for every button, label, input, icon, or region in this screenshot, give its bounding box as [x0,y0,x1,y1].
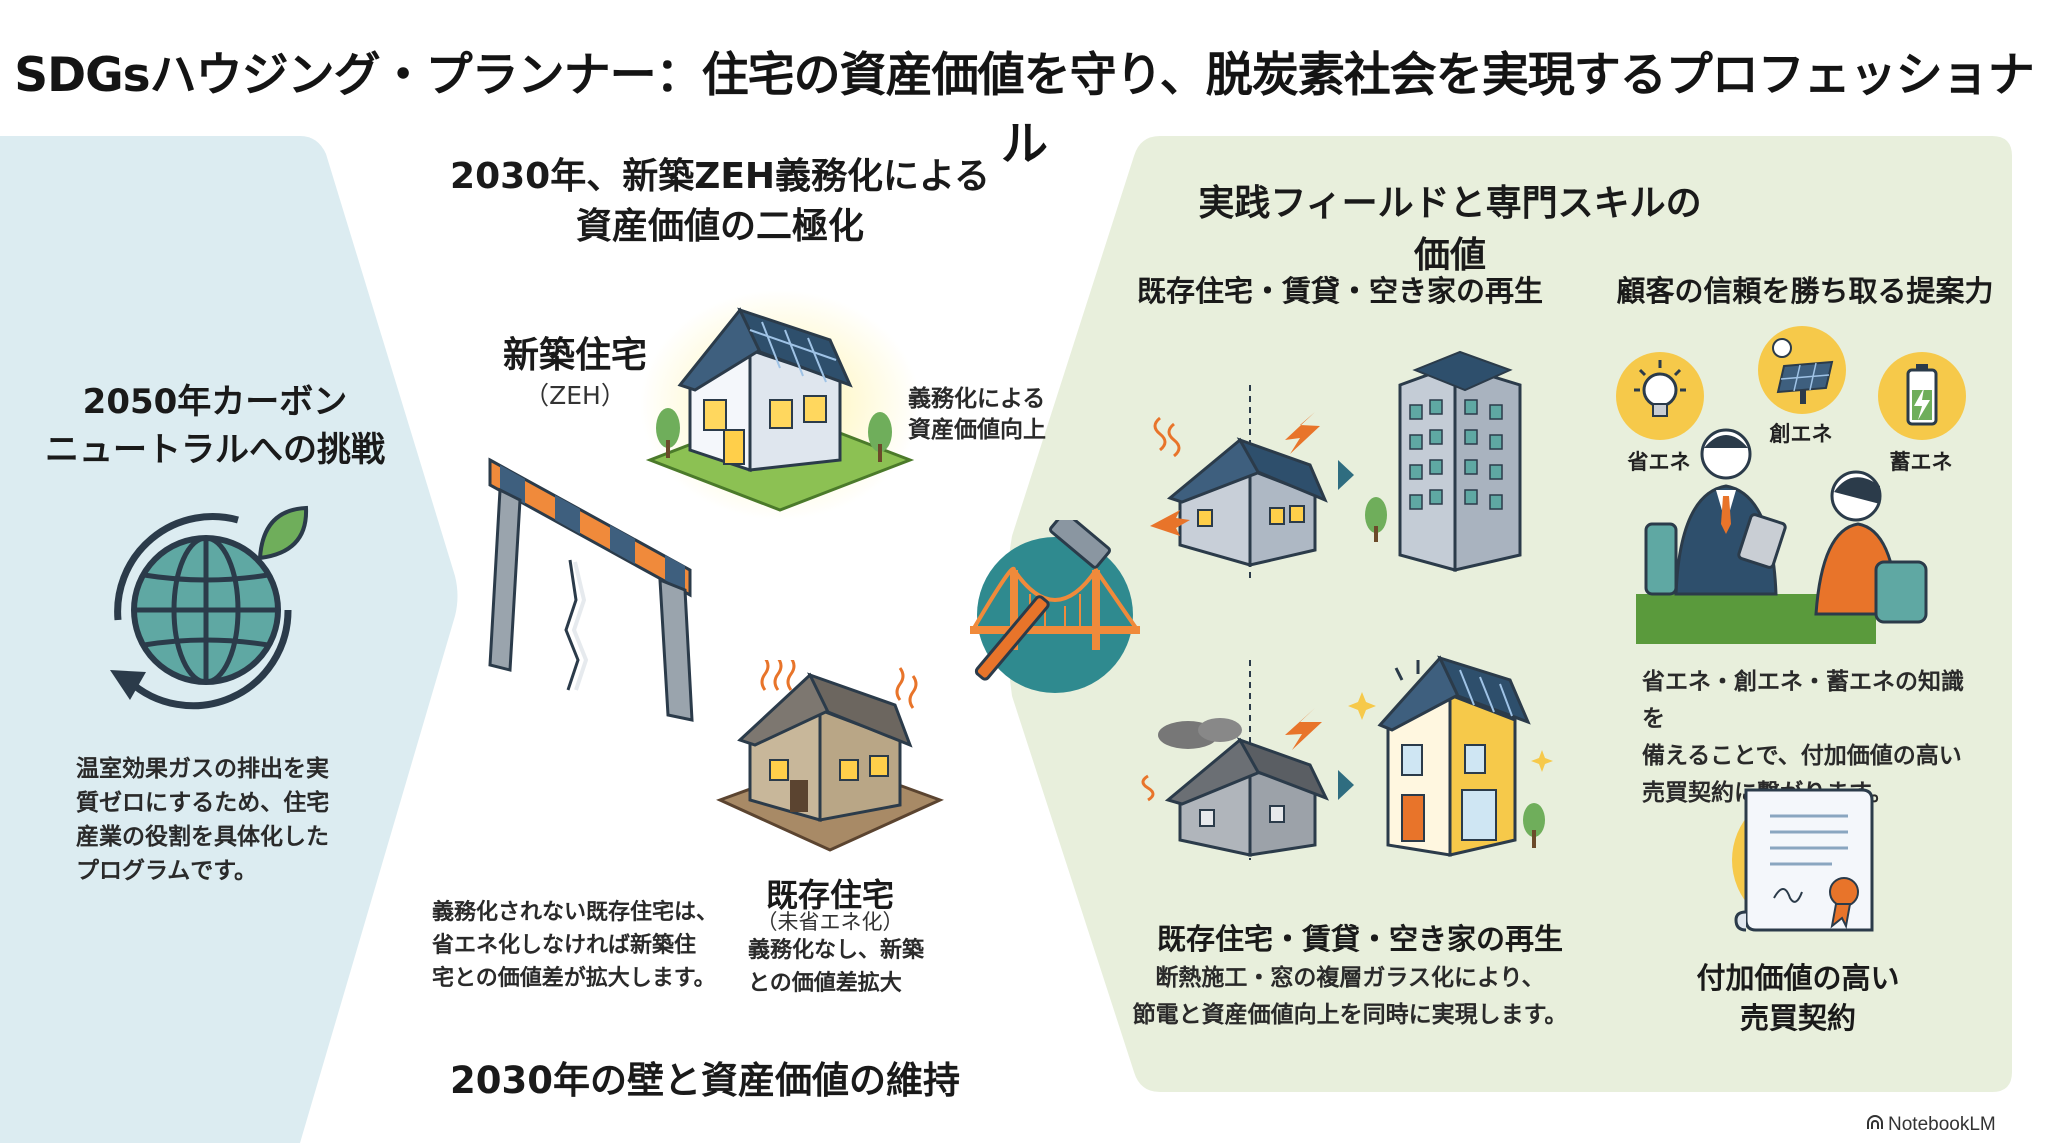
solar-panel-icon [1758,326,1846,414]
middle-heading: 2030年、新築ZEH義務化による 資産価値の二極化 [430,152,1010,252]
brand-label: NotebookLM [1888,1114,1996,1135]
middle-paragraph: 義務化されない既存住宅は、 省エネ化しなければ新築住 宅との価値差が拡大します。 [432,896,722,995]
left-paragraph-line: 質ゼロにするため、住宅 [76,790,330,816]
middle-footer: 2030年の壁と資産価値の維持 [450,1059,960,1102]
notebooklm-logo-icon [1867,1115,1883,1129]
left-paragraph-line: 温室効果ガスの排出を実 [76,756,329,782]
globe-leaf-icon [110,505,309,710]
middle-paragraph-line: 省エネ化しなければ新築住 [432,933,697,958]
field-paragraph-line: 節電と資産価値向上を同時に実現します。 [1132,1002,1568,1028]
right-heading: 実践フィールドと専門スキルの価値 [1198,183,1702,276]
left-heading: 2050年カーボン ニュートラルへの挑戦 [20,378,410,474]
left-paragraph-line: プログラムです。 [76,858,258,884]
new-house-note: 義務化による 資産価値向上 [908,384,1088,446]
certificate-icon [1732,788,1874,932]
consultation-illustration [1636,428,1928,644]
field-paragraph: 断熱施工・窓の複層ガラス化により、 節電と資産価値向上を同時に実現します。 [1130,960,1570,1034]
left-heading-line: 2050年カーボン [82,382,348,422]
new-house-note-line: 義務化による [908,386,1046,412]
field-title: 既存住宅・賃貸・空き家の再生 [1136,274,1543,308]
existing-house-subtitle: （未省エネ化） [756,910,904,934]
renovation-building-illustration [1150,350,1522,580]
save-energy-label: 省エネ [1627,450,1691,474]
new-house-title: 新築住宅 [502,335,647,376]
field-paragraph-line: 断熱施工・窓の複層ガラス化により、 [1155,965,1545,991]
middle-paragraph-line: 義務化されない既存住宅は、 [432,900,719,925]
skill-paragraph-line: 備えることで、付加価値の高い [1642,743,1962,769]
certificate-title: 付加価値の高い 売買契約 [1668,958,1928,1038]
existing-house-note: 義務化なし、新築 との価値差拡大 [748,934,968,1000]
certificate-title-line: 売買契約 [1739,1001,1856,1035]
new-house-note-line: 資産価値向上 [908,417,1046,443]
store-energy-label: 蓄エネ [1889,450,1953,474]
skill-paragraph: 省エネ・創エネ・蓄エネの知識を 備えることで、付加価値の高い 売買契約に繋がりま… [1642,664,1972,812]
new-zeh-house-illustration [640,290,920,520]
battery-icon [1878,352,1966,440]
middle-heading-line: 資産価値の二極化 [575,206,864,247]
page-title: SDGsハウジング・プランナー：住宅の資産価値を守り、脱炭素社会を実現するプロフ… [14,48,2035,172]
existing-house-note-line: との価値差拡大 [748,971,902,996]
left-paragraph-line: 産業の役割を具体化した [76,824,329,850]
left-paragraph: 温室効果ガスの排出を実 質ゼロにするため、住宅 産業の役割を具体化した プログラ… [76,752,356,888]
left-heading-line: ニュートラルへの挑戦 [45,430,385,470]
renovation-house-illustration [1141,655,1553,860]
field-title-bottom: 既存住宅・賃貸・空き家の再生 [1156,922,1563,956]
middle-heading-line: 2030年、新築ZEH義務化による [450,156,990,197]
middle-paragraph-line: 宅との価値差が拡大します。 [432,966,716,991]
certificate-title-line: 付加価値の高い [1696,961,1900,995]
existing-house-title: 既存住宅 [765,876,894,914]
lightbulb-icon [1616,352,1704,440]
existing-house-note-line: 義務化なし、新築 [748,938,925,963]
old-house-illustration [716,660,944,852]
new-house-subtitle: （ZEH） [524,381,626,410]
skill-paragraph-line: 省エネ・創エネ・蓄エネの知識を [1642,669,1964,732]
generate-energy-label: 創エネ [1769,422,1833,446]
skill-title: 顧客の信頼を勝ち取る提案力 [1616,274,1994,308]
cracked-barrier-illustration [488,457,694,722]
bridge-hammer-icon [970,520,1140,693]
